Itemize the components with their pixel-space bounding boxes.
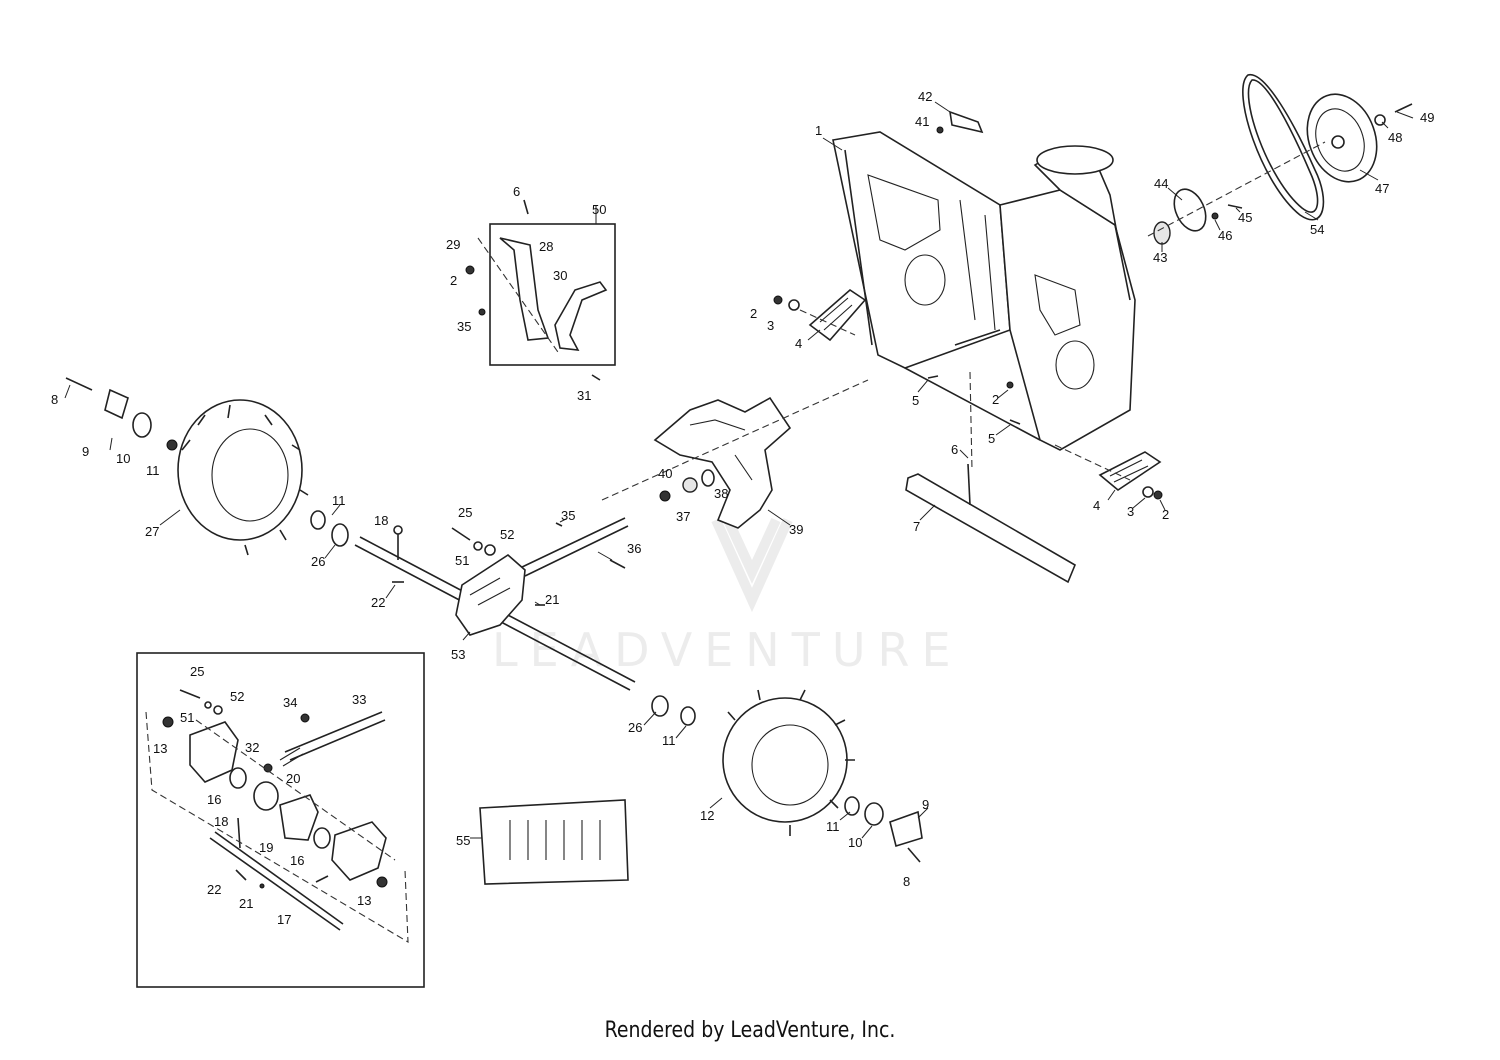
callout-16-b: 16 (290, 853, 304, 868)
callout-21-b: 21 (239, 896, 253, 911)
callout-37: 37 (676, 509, 690, 524)
callout-31: 31 (577, 388, 591, 403)
callout-20: 20 (286, 771, 300, 786)
lock-plate (936, 110, 984, 134)
callout-26-b: 26 (628, 720, 642, 735)
drive-belt (1242, 74, 1325, 221)
callout-41: 41 (915, 114, 929, 129)
callout-7: 7 (913, 519, 920, 534)
watermark-text: LEADVENTURE (492, 623, 963, 677)
callout-3-a: 3 (767, 318, 774, 333)
callout-29: 29 (446, 237, 460, 252)
auger-left (65, 377, 349, 556)
callout-8-b: 8 (903, 874, 910, 889)
callout-25-b: 25 (190, 664, 204, 679)
callout-5-b: 5 (988, 431, 995, 446)
callout-6-b: 6 (513, 184, 520, 199)
callout-10-b: 10 (848, 835, 862, 850)
callout-43: 43 (1153, 250, 1167, 265)
leader-lines (64, 101, 1414, 839)
callout-42: 42 (918, 89, 932, 104)
callout-47: 47 (1375, 181, 1389, 196)
callout-52-a: 52 (500, 527, 514, 542)
callout-17: 17 (277, 912, 291, 927)
callout-22-a: 22 (371, 595, 385, 610)
callout-1: 1 (815, 123, 822, 138)
auger-housing (832, 131, 1136, 451)
callout-4-b: 4 (1093, 498, 1100, 513)
callout-5-a: 5 (912, 393, 919, 408)
callout-53: 53 (451, 647, 465, 662)
callout-11-d: 11 (826, 819, 840, 834)
callout-27: 27 (145, 524, 159, 539)
callout-16-a: 16 (207, 792, 221, 807)
callout-45: 45 (1238, 210, 1252, 225)
hardware-kit (479, 799, 629, 885)
callout-2-b: 2 (992, 392, 999, 407)
callout-51-b: 51 (180, 710, 194, 725)
callout-35-a: 35 (457, 319, 471, 334)
skid-shoe-upper (808, 288, 867, 342)
callout-39: 39 (789, 522, 803, 537)
scraper-bar (905, 463, 1077, 584)
callout-25-a: 25 (458, 505, 472, 520)
callout-48: 48 (1388, 130, 1402, 145)
callout-54: 54 (1310, 222, 1324, 237)
callout-52-b: 52 (230, 689, 244, 704)
callout-11-a: 11 (146, 463, 160, 478)
callout-55: 55 (456, 833, 470, 848)
callout-35-b: 35 (561, 508, 575, 523)
bracket-kit-box (465, 199, 616, 381)
credit-footer: Rendered by LeadVenture, Inc. (604, 1018, 896, 1043)
callout-18-a: 18 (374, 513, 388, 528)
callout-40: 40 (658, 466, 672, 481)
callout-13-b: 13 (357, 893, 371, 908)
gearbox (455, 553, 526, 636)
callout-8-a: 8 (51, 392, 58, 407)
callout-26-a: 26 (311, 554, 325, 569)
hardware-small (773, 295, 1163, 500)
auger-right (651, 689, 923, 863)
callout-labels: 1 42 41 49 48 47 54 44 45 46 43 2 3 4 5 … (51, 89, 1434, 927)
callout-44: 44 (1154, 176, 1168, 191)
callout-49: 49 (1420, 110, 1434, 125)
callout-11-b: 11 (332, 493, 346, 508)
callout-22-b: 22 (207, 882, 221, 897)
alignment-lines (145, 141, 1326, 943)
callout-28: 28 (539, 239, 553, 254)
callout-3-b: 3 (1127, 504, 1134, 519)
callout-11-c: 11 (662, 733, 676, 748)
callout-38: 38 (714, 486, 728, 501)
callout-36: 36 (627, 541, 641, 556)
callout-9-a: 9 (82, 444, 89, 459)
callout-30: 30 (553, 268, 567, 283)
callout-13-a: 13 (153, 741, 167, 756)
fasteners-center (392, 522, 626, 606)
callout-6-a: 6 (951, 442, 958, 457)
callout-4-a: 4 (795, 336, 802, 351)
callout-19: 19 (259, 840, 273, 855)
gearbox-inset (136, 652, 425, 988)
callout-46: 46 (1218, 228, 1232, 243)
skid-shoe-lower (1098, 451, 1162, 491)
callout-12: 12 (700, 808, 714, 823)
callout-2-c: 2 (1162, 507, 1169, 522)
callout-2-a: 2 (750, 306, 757, 321)
callout-9-b: 9 (922, 797, 929, 812)
callout-21-a: 21 (545, 592, 559, 607)
callout-50: 50 (592, 202, 606, 217)
watermark: LEADVENTURE (492, 517, 963, 677)
callout-18-b: 18 (214, 814, 228, 829)
callout-2-d: 2 (450, 273, 457, 288)
callout-51-a: 51 (455, 553, 469, 568)
callout-34: 34 (283, 695, 297, 710)
callout-10-a: 10 (116, 451, 130, 466)
callout-32: 32 (245, 740, 259, 755)
callout-33: 33 (352, 692, 366, 707)
